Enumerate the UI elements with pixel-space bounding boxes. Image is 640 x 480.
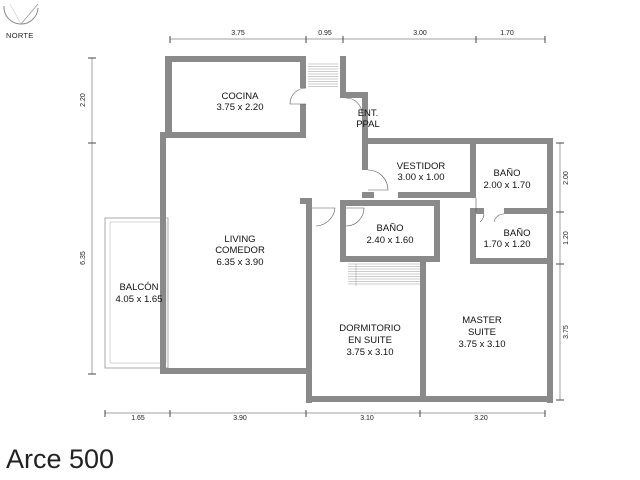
dim-bottom-1: 1.65	[131, 415, 145, 422]
bano-suite-name: BAÑO	[494, 168, 521, 179]
dim-left-1: 2.20	[80, 93, 87, 107]
dim-right-2: 1.20	[563, 231, 570, 245]
room-labels: COCINA 3.75 x 2.20 ENT. PPAL VESTIDOR 3.…	[115, 91, 530, 358]
balcony	[104, 217, 169, 369]
walls	[160, 56, 553, 403]
dim-right-3: 3.75	[563, 325, 570, 339]
dim-bottom-4: 3.20	[474, 415, 488, 422]
entrada-name-2: PPAL	[356, 119, 380, 130]
bano-suite-size: 2.00 x 1.70	[483, 180, 530, 191]
dormitorio-size: 3.75 x 3.10	[346, 347, 393, 358]
bano-dorm-name: BAÑO	[377, 223, 404, 234]
stairs	[308, 63, 420, 286]
master-name-2: SUITE	[468, 327, 496, 338]
balcon-name: BALCÓN	[119, 282, 158, 293]
master-size: 3.75 x 3.10	[458, 339, 505, 350]
dim-bottom-3: 3.10	[360, 415, 374, 422]
master-name-1: MASTER	[462, 315, 502, 326]
dim-top-1: 3.75	[231, 30, 245, 37]
dimension-labels: 3.75 0.95 3.00 1.70 1.65 3.90 3.10 3.20 …	[80, 30, 570, 422]
dim-top-3: 3.00	[413, 30, 427, 37]
dim-bottom-2: 3.90	[233, 415, 247, 422]
doors	[289, 87, 505, 227]
living-name-1: LIVING	[224, 234, 255, 245]
dim-top-2: 0.95	[318, 30, 332, 37]
vestidor-size: 3.00 x 1.00	[397, 172, 444, 183]
bano-small-name: BAÑO	[504, 228, 531, 239]
dim-top-4: 1.70	[500, 30, 514, 37]
living-size: 6.35 x 3.90	[216, 257, 263, 268]
north-label: NORTE	[6, 31, 34, 40]
north-arrow-icon	[3, 3, 39, 25]
dimension-lines	[88, 36, 564, 417]
vestidor-name: VESTIDOR	[397, 161, 446, 172]
dim-left-2: 6.35	[80, 251, 87, 265]
page-title: Arce 500	[6, 444, 115, 474]
living-name-2: COMEDOR	[215, 245, 265, 256]
bano-dorm-size: 2.40 x 1.60	[366, 235, 413, 246]
dim-right-1: 2.00	[563, 171, 570, 185]
entrada-name-1: ENT.	[358, 108, 379, 119]
cocina-name: COCINA	[222, 91, 260, 102]
dormitorio-name-1: DORMITORIO	[339, 323, 401, 334]
dormitorio-name-2: EN SUITE	[348, 335, 392, 346]
cocina-size: 3.75 x 2.20	[216, 102, 263, 113]
bano-small-size: 1.70 x 1.20	[483, 239, 530, 250]
balcon-size: 4.05 x 1.65	[115, 294, 162, 305]
